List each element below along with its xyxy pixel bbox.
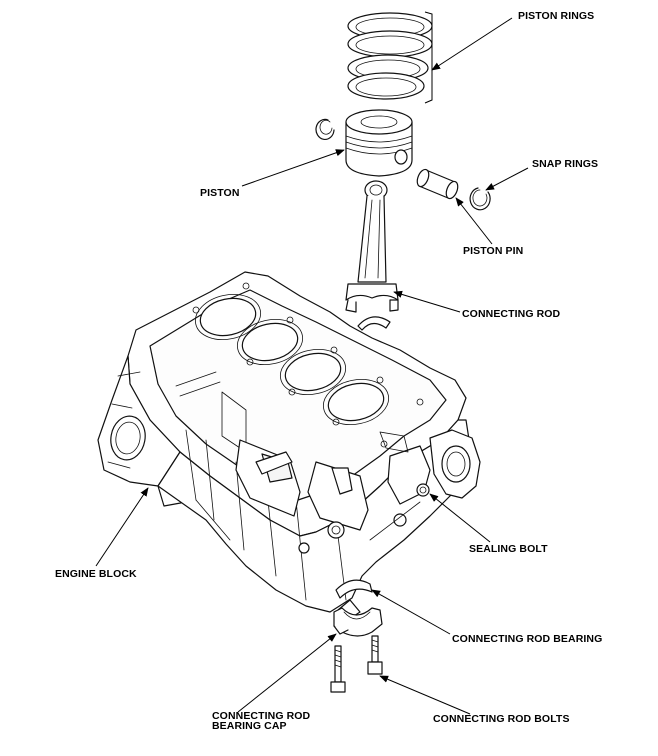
label-piston-rings: PISTON RINGS bbox=[518, 10, 595, 22]
label-connecting-rod-bearing-cap-line2: BEARING CAP bbox=[212, 720, 287, 732]
leader-lines bbox=[95, 17, 529, 715]
label-connecting-rod-bolts: CONNECTING ROD BOLTS bbox=[433, 713, 570, 725]
label-piston-pin: PISTON PIN bbox=[463, 245, 524, 257]
upper-bearing-shell-illustration bbox=[357, 316, 391, 331]
label-connecting-rod: CONNECTING ROD bbox=[462, 308, 561, 320]
piston-pin-illustration bbox=[416, 168, 459, 200]
bearing-cap-illustration bbox=[333, 607, 383, 637]
connecting-rod-bolts-illustration bbox=[330, 635, 383, 693]
label-connecting-rod-bearing: CONNECTING ROD BEARING bbox=[452, 633, 603, 645]
connecting-rod-illustration bbox=[345, 180, 399, 313]
piston-rings-illustration bbox=[347, 11, 433, 104]
label-connecting-rod-bearing-cap-line1: CONNECTING ROD bbox=[212, 710, 311, 722]
label-snap-rings: SNAP RINGS bbox=[532, 158, 599, 170]
label-sealing-bolt: SEALING BOLT bbox=[469, 543, 548, 555]
engine-block-illustration bbox=[97, 271, 481, 621]
label-piston: PISTON bbox=[200, 187, 240, 199]
piston-illustration bbox=[315, 109, 413, 177]
label-engine-block: ENGINE BLOCK bbox=[55, 568, 137, 580]
snap-ring-illustration bbox=[469, 187, 491, 211]
